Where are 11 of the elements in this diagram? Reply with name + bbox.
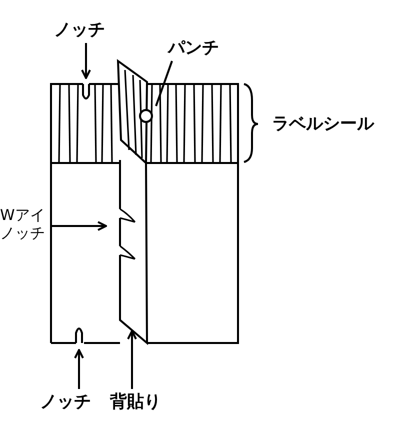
- leader-arrow: [81, 43, 91, 79]
- callout-label: パンチ: [168, 38, 238, 58]
- callout-label: ノッチ: [54, 20, 124, 40]
- leader-arrow: [74, 349, 84, 389]
- leader-line: [155, 60, 173, 106]
- callout-label: ノッチ: [40, 392, 110, 412]
- leader-arrow: [51, 221, 107, 231]
- callout-label: Wアイノッチ: [0, 206, 47, 242]
- callout-label: 背貼り: [110, 392, 180, 412]
- part-label: ラベルシール: [272, 114, 374, 134]
- leader-arrow: [127, 330, 137, 389]
